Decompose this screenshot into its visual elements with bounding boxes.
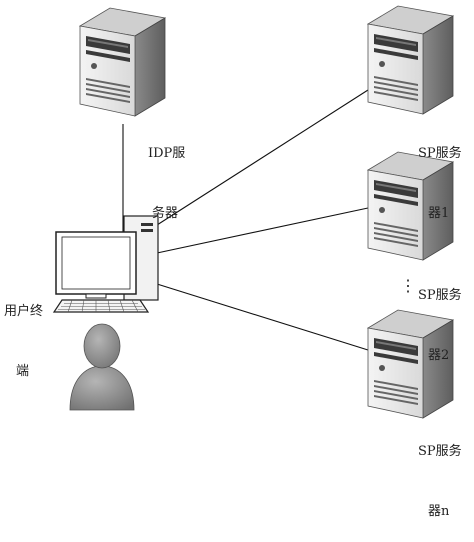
sp-server-n-label: SP服务 器n (418, 402, 462, 542)
connection-lines (122, 89, 369, 351)
idp-label-line1: IDP服 (148, 146, 186, 161)
idp-label-line2: 务器 (152, 206, 179, 221)
user-icon (69, 323, 135, 411)
sp-server-2-label: SP服务 器2 (418, 246, 462, 386)
sp2-label-line2: 器2 (428, 348, 450, 363)
user-terminal-label: 用户终 端 (4, 262, 43, 402)
network-diagram (52, 5, 454, 419)
client-label-line1: 用户终 (4, 304, 44, 319)
sp-server-1-icon (367, 5, 454, 115)
sp-ellipsis: ⋮ (400, 276, 416, 295)
idp-server-icon (79, 7, 166, 117)
sp2-label-line1: SP服务 (418, 288, 462, 303)
link-sp2 (156, 207, 369, 254)
idp-server-label: IDP服 务器 (148, 104, 185, 244)
sp1-label-line2: 器1 (428, 206, 450, 221)
computer-icon (52, 215, 159, 313)
spn-label-line2: 器n (428, 504, 450, 519)
sp-server-1-label: SP服务 器1 (418, 104, 462, 244)
client-label-line2: 端 (16, 364, 30, 379)
link-spn (156, 283, 369, 351)
link-sp1 (156, 89, 369, 226)
sp1-label-line1: SP服务 (418, 146, 462, 161)
spn-label-line1: SP服务 (418, 444, 462, 459)
